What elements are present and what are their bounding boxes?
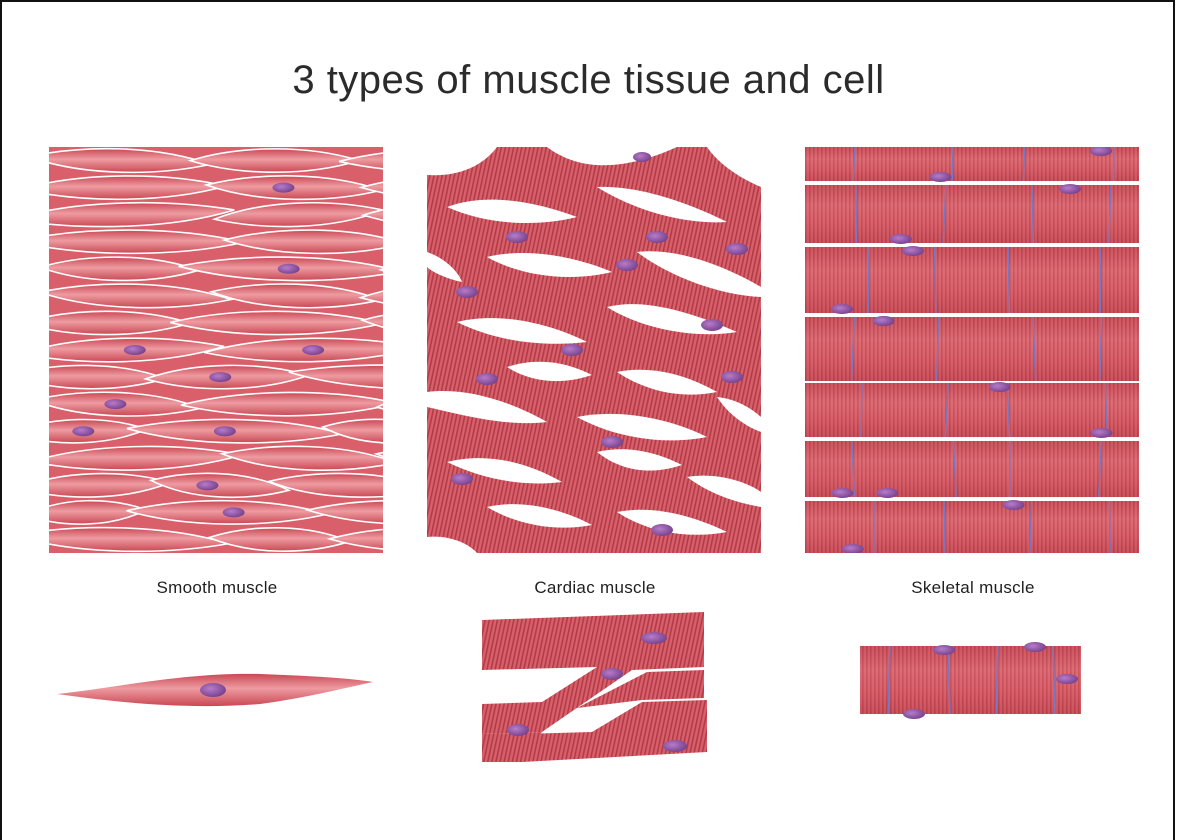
cardiac-cell-illustration bbox=[482, 612, 707, 764]
cardiac-tissue-illustration bbox=[427, 147, 761, 553]
skeletal-tissue-illustration bbox=[805, 147, 1139, 553]
skeletal-muscle-label: Skeletal muscle bbox=[805, 578, 1141, 598]
page-title: 3 types of muscle tissue and cell bbox=[0, 58, 1177, 103]
skeletal-cell-illustration bbox=[858, 638, 1083, 722]
smooth-cell-illustration bbox=[55, 660, 375, 720]
smooth-muscle-label: Smooth muscle bbox=[49, 578, 385, 598]
cardiac-muscle-label: Cardiac muscle bbox=[427, 578, 763, 598]
smooth-tissue-illustration bbox=[49, 147, 383, 553]
